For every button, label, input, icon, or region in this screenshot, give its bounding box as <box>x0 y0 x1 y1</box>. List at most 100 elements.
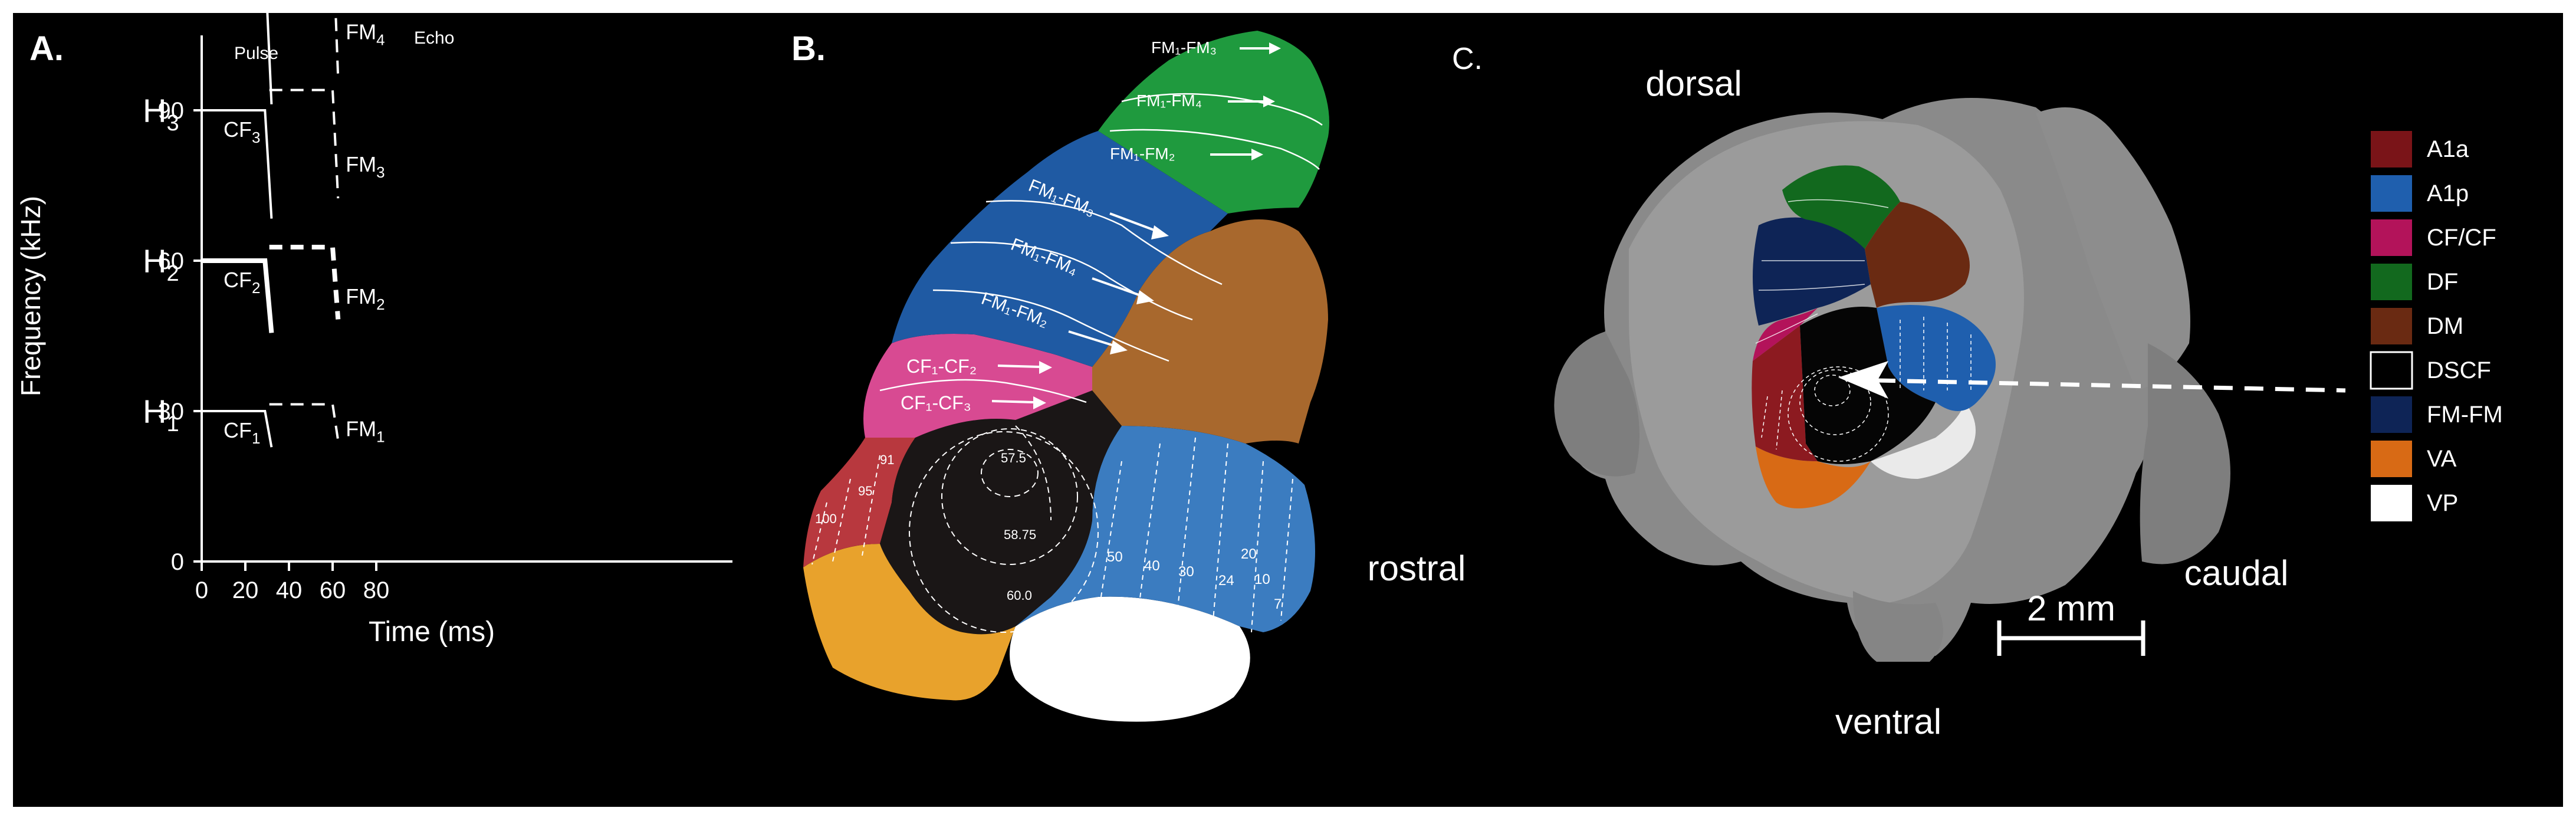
panel-b: B. <box>791 29 1329 722</box>
region-a1a <box>803 438 915 567</box>
y-ticks: 0306090120 <box>158 98 202 575</box>
x-tick-label: 60 <box>320 577 346 603</box>
c-region-va <box>1756 446 1871 508</box>
legend-label: FM-FM <box>2427 402 2503 428</box>
legend-swatch <box>2371 131 2412 168</box>
legend-swatch <box>2371 441 2412 477</box>
legend-label: A1a <box>2427 136 2469 162</box>
a1a-value-1: 91 <box>880 452 894 467</box>
y-tick-label: 60 <box>158 248 185 274</box>
x-tick-label: 40 <box>276 577 303 603</box>
c-region-a1p <box>1877 305 1996 411</box>
region-fmfm <box>892 131 1228 367</box>
x-tick-label: 0 <box>195 577 208 603</box>
fm-label: FM4 <box>346 19 385 48</box>
c-dscf-contours <box>1761 317 1972 462</box>
cfcf-line <box>879 379 1087 403</box>
c-map-lines <box>1755 199 1889 344</box>
pulse-trace <box>202 410 273 448</box>
a1p-value-1: 50 <box>1107 549 1123 565</box>
x-ticks: 0 20 40 60 80 <box>195 561 389 603</box>
region-va <box>803 544 1016 701</box>
x-tick-label: 20 <box>232 577 259 603</box>
brain-bulb-caudal <box>2140 343 2230 564</box>
fm-label: FM1 <box>346 417 385 446</box>
legend-label: CF/CF <box>2427 225 2496 251</box>
df-label-fm14: FM₁-FM₄ <box>1136 91 1202 110</box>
label-rostral: rostral <box>1368 549 1466 588</box>
x-axis-label: Time (ms) <box>369 616 495 648</box>
fmfm-arrows <box>1068 212 1169 354</box>
cf-label: CF1 <box>224 418 260 447</box>
pulse-trace <box>266 13 273 104</box>
echo-label: Echo <box>414 28 454 48</box>
scale-bar-label: 2 mm <box>2027 589 2115 628</box>
echo-trace <box>269 88 340 199</box>
y-tick-label: 0 <box>171 549 184 575</box>
a1a-lines <box>811 455 880 565</box>
cfcf-label-13: CF₁-CF₃ <box>901 392 971 413</box>
c-region-a1a <box>1752 326 1818 461</box>
fmfm-lines <box>932 200 1223 362</box>
dscf-contour-1: 57.5 <box>1001 451 1026 465</box>
a1p-value-7: 7 <box>1274 596 1282 612</box>
legend-label: DF <box>2427 269 2458 295</box>
pulse-trace <box>202 258 274 333</box>
a1p-value-5: 24 <box>1218 573 1234 589</box>
x-tick-label: 80 <box>363 577 390 603</box>
df-arrows <box>1210 42 1281 160</box>
dscf-pointer-arrow <box>1838 361 1888 399</box>
region-df <box>1098 31 1329 214</box>
label-caudal: caudal <box>2184 553 2289 593</box>
dscf-contour-3: 60.0 <box>1007 588 1032 603</box>
cfcf-arrows <box>991 361 1052 409</box>
c-region-fmfm <box>1753 217 1871 326</box>
brain-cortex-map <box>1752 165 1996 508</box>
region-dm <box>1092 219 1328 444</box>
a1a-value-2: 95 <box>858 484 872 498</box>
a1p-lines <box>1100 437 1293 633</box>
harmonics-group: H1CF1FM1H2CF2FM2H3CF3FM3H4CF4FM4 <box>143 13 385 448</box>
dscf-contours <box>909 425 1099 633</box>
legend-swatch <box>2370 351 2413 390</box>
df-label-fm12: FM₁-FM₂ <box>1110 145 1175 163</box>
pulse-label: Pulse <box>234 44 278 63</box>
y-tick-label: 30 <box>158 399 185 425</box>
legend-swatch <box>2371 485 2412 521</box>
region-vp <box>1010 596 1250 722</box>
brain-stem <box>1853 591 1943 662</box>
legend-swatch <box>2371 396 2412 433</box>
echo-trace <box>269 403 340 441</box>
a1p-value-2: 40 <box>1144 558 1160 574</box>
a1p-value-6: 10 <box>1254 572 1270 587</box>
a1a-value-3: 100 <box>815 511 837 526</box>
y-tick-label: 90 <box>158 98 185 124</box>
region-cfcf <box>863 334 1092 438</box>
df-label-fm13: FM₁-FM₃ <box>1151 38 1217 57</box>
c-region-vp <box>1871 402 1976 479</box>
c-region-df <box>1782 165 1900 249</box>
label-dorsal: dorsal <box>1645 64 1742 103</box>
legend-swatch <box>2371 264 2412 300</box>
brain-bulb-rostral <box>1554 331 1639 477</box>
y-axis-label: Frequency (kHz) <box>15 196 46 396</box>
legend-label: DM <box>2427 313 2463 339</box>
dscf-contour-2: 58.75 <box>1004 527 1036 542</box>
a1p-value-4: 20 <box>1241 546 1257 562</box>
echo-trace <box>269 245 341 320</box>
cf-label: CF2 <box>224 268 260 297</box>
label-ventral: ventral <box>1835 702 1941 741</box>
legend-swatch <box>2371 175 2412 212</box>
scale-bar <box>1997 620 2145 656</box>
legend-label: A1p <box>2427 180 2469 206</box>
legend-swatch <box>2371 219 2412 256</box>
region-a1p <box>1016 426 1315 632</box>
brain-cerebellum <box>2036 107 2190 390</box>
legend-label: VP <box>2427 490 2458 516</box>
fm-label: FM3 <box>346 152 385 181</box>
panel-c-label: C. <box>1452 42 1483 76</box>
c-region-cfcf <box>1753 308 1818 361</box>
